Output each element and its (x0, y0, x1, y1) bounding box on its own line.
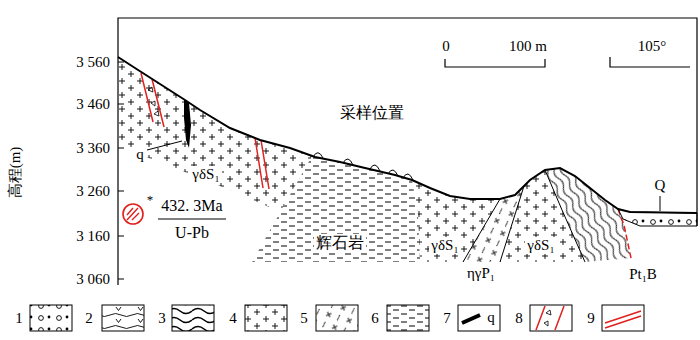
legend-sample-label: q (485, 309, 497, 326)
legend-box (102, 305, 144, 331)
breccia-fragment (148, 87, 159, 116)
scale-label: 0 (442, 39, 450, 54)
legend-swatch (602, 305, 644, 331)
isotope-symbol-mark (127, 208, 139, 220)
legend-box (245, 305, 287, 331)
legend-box (30, 305, 72, 331)
axis-tick-label: 3 160 (76, 229, 110, 244)
fraction-bar (158, 219, 226, 220)
legend-box (530, 305, 572, 331)
legend-swatch (316, 305, 358, 331)
legend-number: 9 (587, 311, 595, 326)
rock-unit-label: Q (655, 178, 666, 193)
asterisk-mark: * (147, 193, 154, 206)
legend-swatch (30, 305, 72, 331)
axis-tick-label: 3 460 (76, 97, 110, 112)
rock-unit-label: γδS₁ (525, 237, 556, 254)
axis-tick (118, 62, 124, 279)
legend (30, 305, 644, 331)
vein-label: q (134, 146, 146, 163)
legend-swatch (245, 305, 287, 331)
legend-box (316, 305, 358, 331)
legend-number: 8 (515, 311, 523, 326)
legend-swatch (102, 305, 144, 331)
fracture-line (605, 311, 641, 328)
legend-box (172, 305, 214, 331)
isotope-symbol (123, 204, 143, 224)
legend-swatch (387, 305, 429, 331)
schist-body (545, 168, 631, 262)
rock-unit-label: 辉石岩 (314, 234, 366, 252)
rock-unit-label: γδS₁ (429, 237, 460, 254)
monzogranite-body (463, 186, 524, 262)
legend-number: 6 (371, 311, 379, 326)
axis-tick-label: 3 360 (76, 141, 110, 156)
rock-unit-label: Pt₁B (627, 266, 659, 283)
age-label: 432. 3Ma (159, 197, 224, 215)
legend-number: 2 (85, 311, 93, 326)
scale-bar (445, 59, 545, 67)
axis-tick-label: 3 260 (76, 184, 110, 199)
legend-box (458, 305, 500, 331)
quartz-vein (184, 99, 191, 148)
leader-line (660, 196, 661, 211)
legend-swatch (458, 305, 500, 331)
ground-surface (118, 57, 697, 213)
granodiorite-body (118, 57, 585, 262)
legend-number: 4 (229, 311, 237, 326)
legend-box (387, 305, 429, 331)
contact-line (463, 186, 524, 262)
axis-tick-label: 3 560 (76, 55, 110, 70)
axis-tick-label: 3 060 (76, 272, 110, 287)
legend-number: 1 (15, 311, 23, 326)
legend-swatch (172, 305, 214, 331)
axis-title: 高程(m) (9, 146, 24, 198)
legend-box (602, 305, 644, 331)
breccia-zone-line (536, 306, 564, 330)
legend-number: 7 (443, 311, 451, 326)
leader-line (147, 141, 182, 150)
frame (118, 18, 697, 285)
legend-number: 5 (300, 311, 308, 326)
method-label: U-Pb (173, 224, 211, 242)
rock-unit-label: γδS₁ (190, 166, 221, 183)
rock-unit-label: ηγP₁ (465, 265, 497, 282)
orientation-label: 105° (638, 39, 667, 54)
scale-label: 100 m (509, 39, 547, 54)
breccia-zone-line (141, 73, 164, 127)
sample-location-label: 采样位置 (340, 105, 404, 121)
legend-number: 3 (158, 311, 166, 326)
orientation-mark (610, 57, 690, 67)
legend-swatch (530, 305, 572, 331)
vein-sample (462, 315, 480, 323)
fracture-line (255, 138, 269, 189)
breccia-fragment (544, 310, 551, 326)
